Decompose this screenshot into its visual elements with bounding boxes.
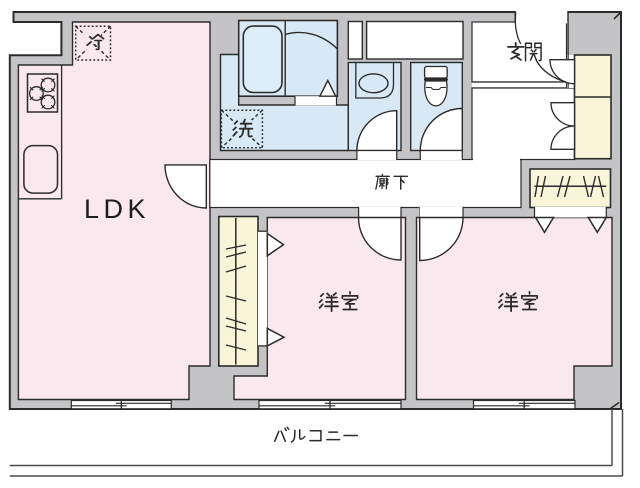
svg-text:LDK: LDK [84, 194, 150, 224]
